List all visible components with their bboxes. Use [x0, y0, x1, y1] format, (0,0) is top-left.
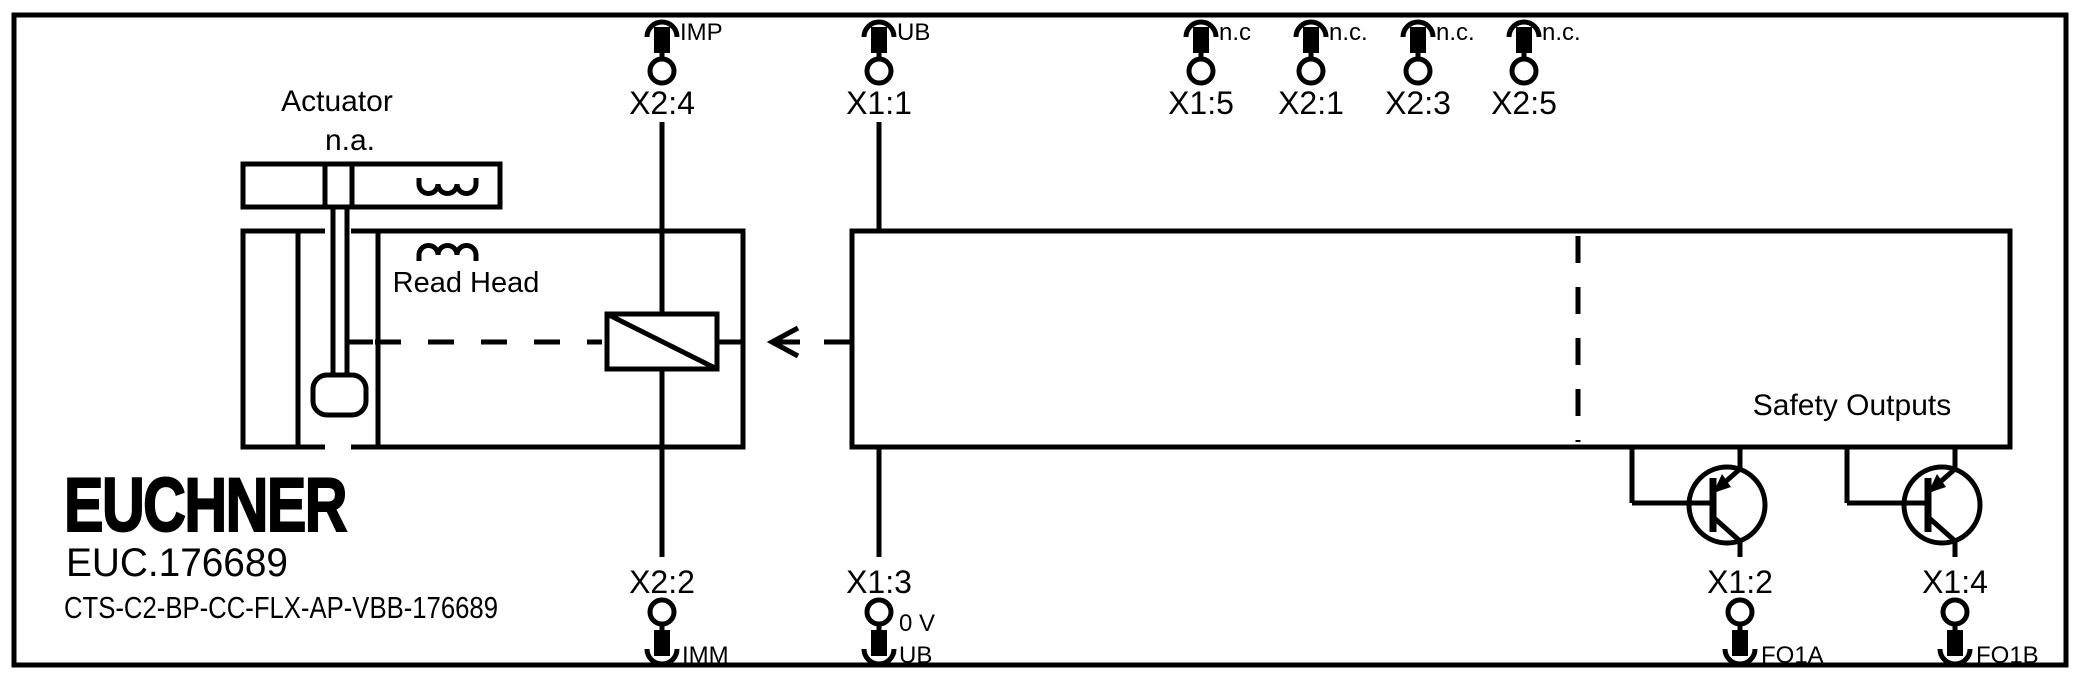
terminal-top-x1-5: n.c X1:5: [1168, 19, 1251, 121]
cable-clip-icon: [861, 19, 897, 38]
order-number: EUC.176689: [66, 541, 288, 585]
cable-end-icon: [654, 27, 670, 53]
terminal-pin-label: X2:5: [1491, 85, 1557, 121]
pin-circle-icon: [1940, 597, 1970, 627]
collector-lead: [1926, 515, 1957, 543]
emitter-arrow-icon: [1928, 474, 1946, 493]
terminal-top-x2-4: IMP X2:4: [629, 19, 723, 231]
actuator-tongue: [310, 372, 369, 418]
cable-end-icon: [1193, 27, 1209, 53]
terminal-signal-label: UB: [899, 642, 932, 669]
terminal-signal-label: n.c.: [1542, 19, 1581, 46]
terminal-bottom-x2-2: X2:2 IMM: [629, 447, 729, 669]
pin-circle-icon: [1509, 56, 1539, 86]
terminal-pin-label: X1:5: [1168, 85, 1234, 121]
terminal-signal-label: FO1A: [1761, 642, 1824, 669]
safety-outputs-label: Safety Outputs: [1753, 389, 1951, 422]
terminal-signal-label: IMP: [680, 19, 723, 46]
terminal-pin-label: X1:4: [1922, 564, 1988, 600]
read-head-coil-icon: [416, 243, 479, 261]
cable-end-icon: [1516, 27, 1532, 53]
cable-end-icon: [871, 27, 887, 53]
pin-circle-icon: [647, 56, 677, 86]
evaluation-unit-housing: [849, 228, 2013, 450]
cable-clip-icon: [644, 648, 680, 667]
cable-clip-icon: [1183, 19, 1219, 38]
pin-circle-icon: [1296, 56, 1326, 86]
read-head-box: Read Head: [240, 207, 746, 451]
terminal-top-x2-1: n.c. X2:1: [1278, 19, 1368, 121]
cable-end-icon: [1410, 27, 1426, 53]
terminal-top-x2-5: n.c. X2:5: [1491, 19, 1581, 121]
pin-circle-icon: [864, 597, 894, 627]
cable-end-icon: [1947, 630, 1963, 656]
evaluation-unit-box: Safety Outputs: [849, 228, 2013, 450]
brand-block: EUCHNER EUC.176689 CTS-C2-BP-CC-FLX-AP-V…: [63, 462, 498, 625]
pin-circle-icon: [1725, 597, 1755, 627]
cable-clip-icon: [1293, 19, 1329, 38]
euchner-logo: EUCHNER: [64, 463, 347, 548]
cable-end-icon: [1732, 630, 1748, 656]
terminal-pin-label: X2:2: [629, 564, 695, 600]
terminal-top-x2-3: n.c. X2:3: [1385, 19, 1475, 121]
cable-clip-icon: [1937, 648, 1973, 667]
terminal-bottom-x1-3: X1:3 0 V UB: [846, 447, 935, 669]
terminal-signal-label: n.c: [1219, 19, 1251, 46]
terminal-bottom-x1-2: X1:2 FO1A: [1707, 564, 1824, 669]
cable-clip-icon: [861, 648, 897, 667]
cable-clip-icon: [1506, 19, 1542, 38]
cable-clip-icon: [644, 19, 680, 38]
transistor-circle: [1686, 464, 1768, 546]
collector-lead: [1711, 515, 1742, 543]
cable-clip-icon: [1722, 648, 1758, 667]
read-head-label: Read Head: [393, 267, 540, 299]
terminal-pin-label: X1:1: [846, 85, 912, 121]
read-head-housing: [240, 228, 746, 450]
terminal-bottom-x1-4: X1:4 FO1B: [1922, 564, 2039, 669]
actuator-assembly: Actuator n.a.: [240, 85, 503, 210]
terminal-signal-label: UB: [897, 19, 930, 46]
type-designation: CTS-C2-BP-CC-FLX-AP-VBB-176689: [64, 590, 498, 625]
transistor-fo1b-icon: [1844, 447, 1983, 557]
terminal-pin-label: X1:2: [1707, 564, 1773, 600]
cable-end-icon: [654, 630, 670, 656]
actuator-body: [240, 161, 503, 210]
transponder-diagonal: [605, 311, 719, 372]
cable-end-icon: [871, 630, 887, 656]
pin-circle-icon: [1186, 56, 1216, 86]
transistor-circle: [1901, 464, 1983, 546]
terminal-signal-label: IMM: [682, 642, 729, 669]
terminal-signal-label: FO1B: [1976, 642, 2039, 669]
terminal-top-x1-1: UB X1:1: [846, 19, 930, 231]
diagram-border: [11, 12, 2069, 668]
actuator-coil-icon: [416, 178, 479, 196]
actuator-label: Actuator: [281, 85, 393, 118]
terminal-signal-label: n.c.: [1436, 19, 1475, 46]
signal-arrow: [766, 325, 852, 359]
terminal-pin-label: X2:4: [629, 85, 695, 121]
terminal-pin-label: X2:3: [1385, 85, 1451, 121]
emitter-arrow-icon: [1713, 474, 1731, 493]
pin-circle-icon: [1403, 56, 1433, 86]
pin-circle-icon: [864, 56, 894, 86]
terminal-pin-label: X2:1: [1278, 85, 1344, 121]
cable-end-icon: [1303, 27, 1319, 53]
terminal-signal-secondary-label: 0 V: [899, 610, 935, 637]
pin-circle-icon: [647, 597, 677, 627]
terminal-signal-label: n.c.: [1329, 19, 1368, 46]
actuator-state-label: n.a.: [325, 124, 375, 157]
terminal-pin-label: X1:3: [846, 564, 912, 600]
transistor-fo1a-icon: [1629, 447, 1768, 557]
cable-clip-icon: [1400, 19, 1436, 38]
